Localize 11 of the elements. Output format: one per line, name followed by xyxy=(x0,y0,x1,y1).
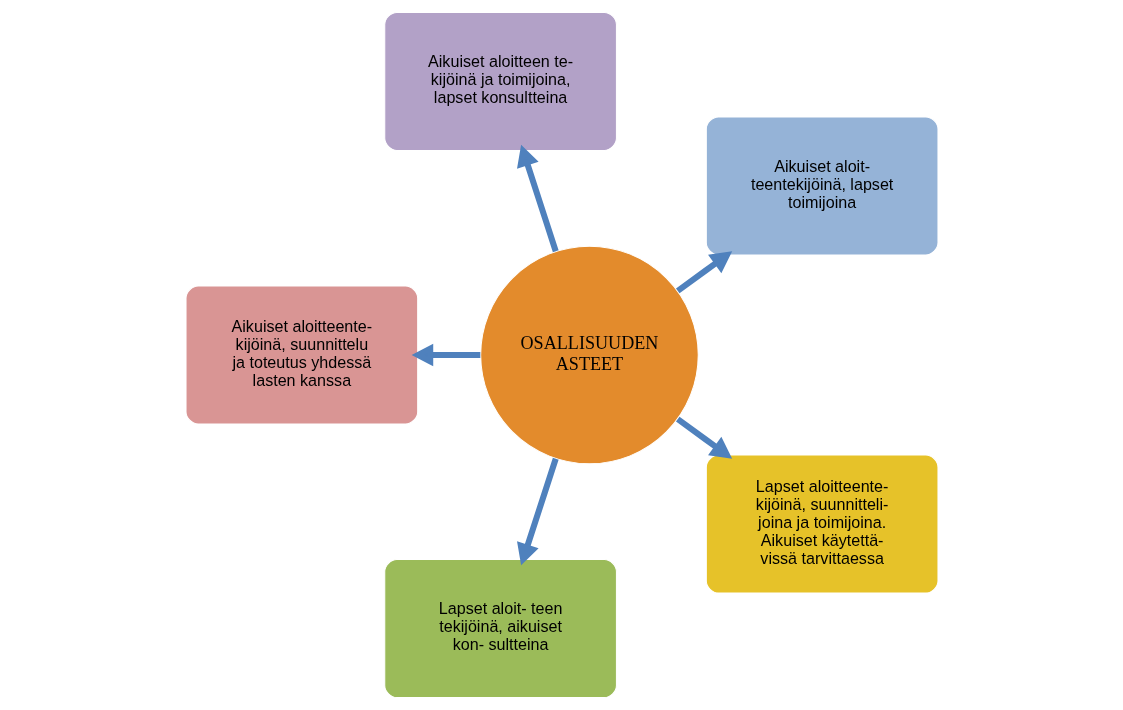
node-box: Aikuiset aloitteente- kijöinä, suunnittelu ja toteutus yhdessä lasten kanssa xyxy=(185,285,418,425)
node-circle: OSALLISUUDEN ASTEET xyxy=(479,245,699,465)
node-box: Aikuiset aloit- teentekijöinä, lapset toimijoina xyxy=(705,116,938,256)
arrow xyxy=(516,144,559,253)
arrow xyxy=(675,251,732,294)
arrow xyxy=(411,343,480,367)
node-box: Aikuiset aloitteen te- kijöinä ja toimijoina, lapset konsultteina xyxy=(383,11,617,151)
arrow xyxy=(516,457,559,566)
arrow xyxy=(675,416,732,459)
node-box: Lapset aloit- teen tekijöinä, aikuiset kon- sultteina xyxy=(383,559,617,699)
node-box: Lapset aloitteente- kijöinä, suunnitteli- joina ja toimijoina. Aikuiset käytettä- vissä tarvittaessa xyxy=(705,454,938,594)
